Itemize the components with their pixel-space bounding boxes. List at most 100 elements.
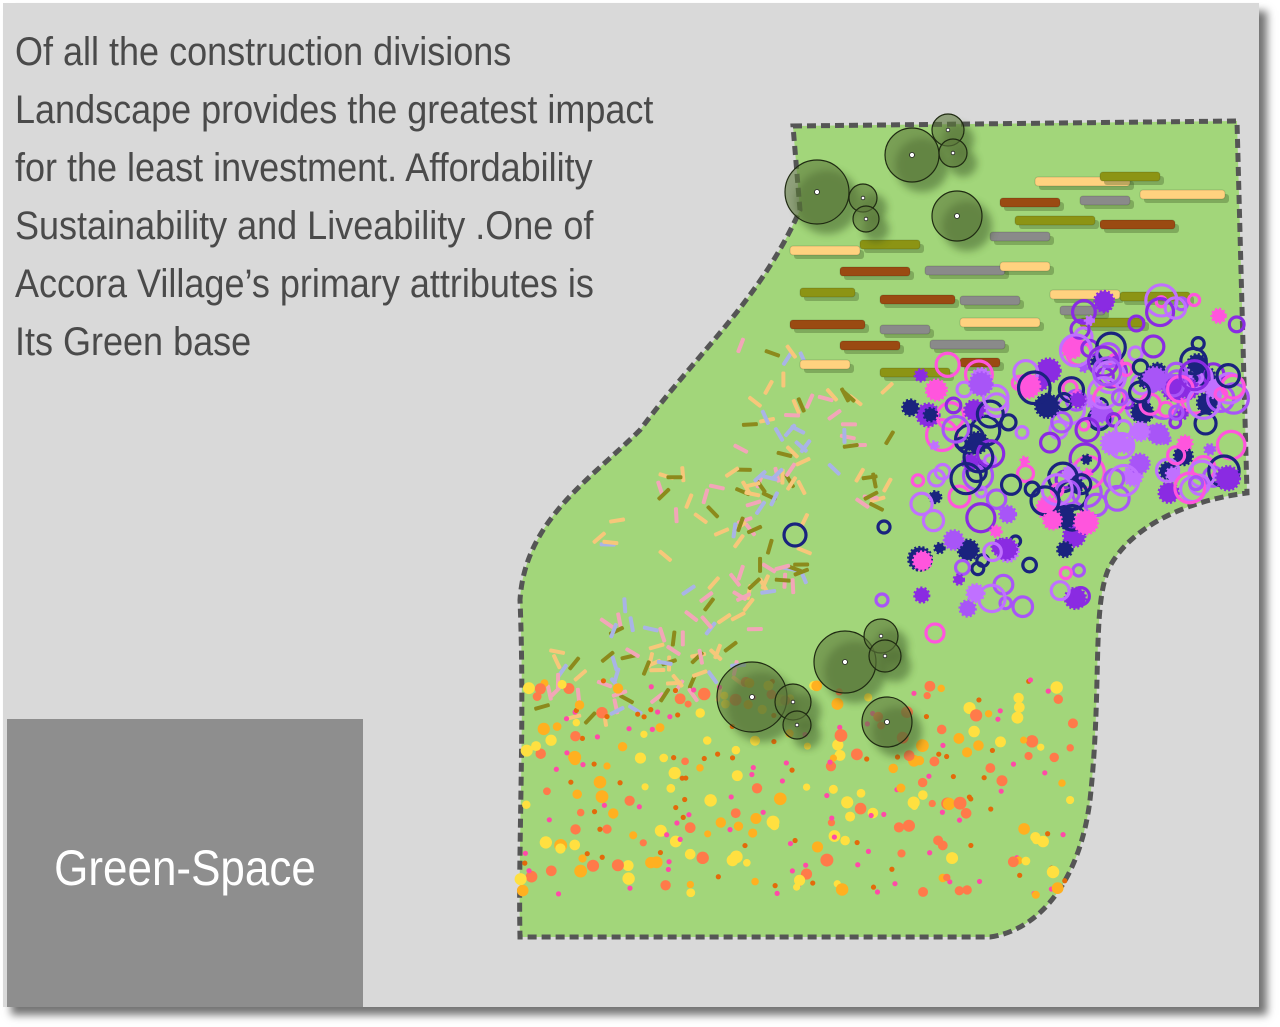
hedge-row-icon: [929, 339, 1006, 350]
flower-dot-icon: [617, 780, 623, 786]
grass-tuft-icon: [673, 507, 679, 524]
flower-dot-icon: [684, 822, 696, 834]
shrub-ring-icon: [975, 399, 1005, 429]
flower-dot-icon: [1031, 890, 1040, 899]
grass-tuft-icon: [707, 576, 720, 590]
grass-tuft-icon: [774, 577, 791, 583]
grass-tuft-icon: [616, 612, 623, 629]
flower-dot-icon: [918, 886, 929, 897]
flower-dot-icon: [597, 826, 603, 832]
grass-tuft-icon: [736, 564, 745, 581]
grass-tuft-icon: [657, 487, 671, 501]
flower-dot-icon: [985, 763, 996, 774]
flower-dot-icon: [968, 725, 980, 738]
grass-tuft-icon: [546, 684, 553, 701]
grass-tuft-icon: [620, 653, 637, 661]
shrub-star-icon: [929, 440, 940, 451]
flower-dot-icon: [911, 690, 917, 696]
hedge-row-icon: [799, 287, 856, 298]
grass-tuft-icon: [592, 531, 606, 544]
flower-dot-icon: [641, 783, 649, 791]
grass-tuft-icon: [863, 490, 879, 501]
flower-dot-icon: [942, 797, 956, 811]
flower-dot-icon: [774, 890, 780, 896]
grass-tuft-icon: [622, 597, 628, 614]
flower-dot-icon: [534, 683, 546, 695]
shrub-ring-icon: [934, 351, 961, 378]
flower-dot-icon: [870, 884, 877, 890]
flower-dot-icon: [831, 834, 837, 840]
shrub-star-icon: [1019, 455, 1031, 467]
shrub-star-icon: [965, 582, 986, 604]
grass-tuft-icon: [609, 622, 618, 639]
shrub-ring-icon: [999, 473, 1023, 496]
grass-tuft-icon: [600, 650, 615, 663]
hedge-row-icon: [789, 319, 866, 330]
shrub-star-icon: [1141, 366, 1168, 393]
flower-dot-icon: [677, 836, 683, 842]
grass-tuft-icon: [650, 692, 664, 704]
grass-tuft-icon: [611, 689, 628, 698]
grass-tuft-icon: [869, 501, 885, 512]
flower-dot-icon: [731, 770, 743, 782]
grass-tuft-icon: [701, 488, 710, 505]
grass-tuft-icon: [565, 713, 582, 721]
flower-dot-icon: [792, 837, 798, 844]
grass-tuft-icon: [827, 409, 842, 421]
shrub-star-icon: [989, 524, 1003, 539]
flower-dot-icon: [514, 873, 527, 886]
flower-dot-icon: [622, 872, 635, 885]
flower-dot-icon: [666, 859, 672, 865]
flower-dot-icon: [532, 692, 542, 701]
flower-dot-icon: [667, 714, 673, 720]
flower-dot-icon: [864, 756, 870, 762]
tree-trunk-icon: [878, 633, 884, 639]
flower-dot-icon: [981, 775, 987, 781]
hedge-row-icon: [1014, 215, 1096, 226]
shrub-star-icon: [1034, 392, 1061, 419]
grass-tuft-icon: [658, 626, 667, 643]
shrub-ring-icon: [1145, 297, 1176, 328]
shrub-ring-icon: [947, 484, 972, 509]
grass-tuft-icon: [684, 610, 699, 623]
flower-dot-icon: [696, 764, 704, 772]
flower-dot-icon: [702, 736, 712, 745]
flower-dot-icon: [591, 761, 597, 767]
flower-dot-icon: [715, 874, 721, 880]
hedge-row-icon: [959, 295, 1021, 306]
shrub-ring-icon: [874, 592, 890, 608]
flower-dot-icon: [622, 860, 634, 872]
tree-trunk-icon: [842, 659, 848, 665]
flower-dot-icon: [546, 817, 552, 823]
hedge-row-icon: [839, 340, 901, 351]
hedge-row-icon: [999, 197, 1061, 208]
grass-tuft-icon: [568, 656, 581, 671]
flower-dot-icon: [727, 827, 733, 833]
flower-dot-icon: [1053, 694, 1064, 705]
grass-tuft-icon: [549, 648, 566, 655]
flower-dot-icon: [946, 852, 959, 865]
shrub-star-icon: [952, 573, 966, 586]
flower-dot-icon: [726, 854, 739, 867]
tree-trunk-icon: [950, 150, 956, 156]
flower-dot-icon: [684, 700, 692, 708]
flower-dot-icon: [810, 880, 816, 886]
flower-dot-icon: [1020, 736, 1028, 744]
grass-tuft-icon: [666, 475, 683, 480]
grass-tuft-icon: [628, 616, 635, 633]
flower-dot-icon: [937, 840, 948, 851]
grass-tuft-icon: [761, 474, 778, 482]
flower-dot-icon: [1042, 770, 1048, 776]
flower-dot-icon: [772, 883, 778, 889]
grass-tuft-icon: [842, 427, 847, 444]
flower-dot-icon: [552, 722, 562, 731]
grass-tuft-icon: [691, 669, 708, 678]
shrub-ring-icon: [985, 488, 1008, 510]
shrub-star-icon: [1176, 434, 1194, 452]
flower-dot-icon: [1050, 681, 1063, 694]
shrub-star-icon: [1214, 465, 1242, 492]
grass-tuft-icon: [724, 466, 740, 478]
flower-dot-icon: [543, 787, 551, 796]
grass-tuft-icon: [764, 349, 781, 358]
